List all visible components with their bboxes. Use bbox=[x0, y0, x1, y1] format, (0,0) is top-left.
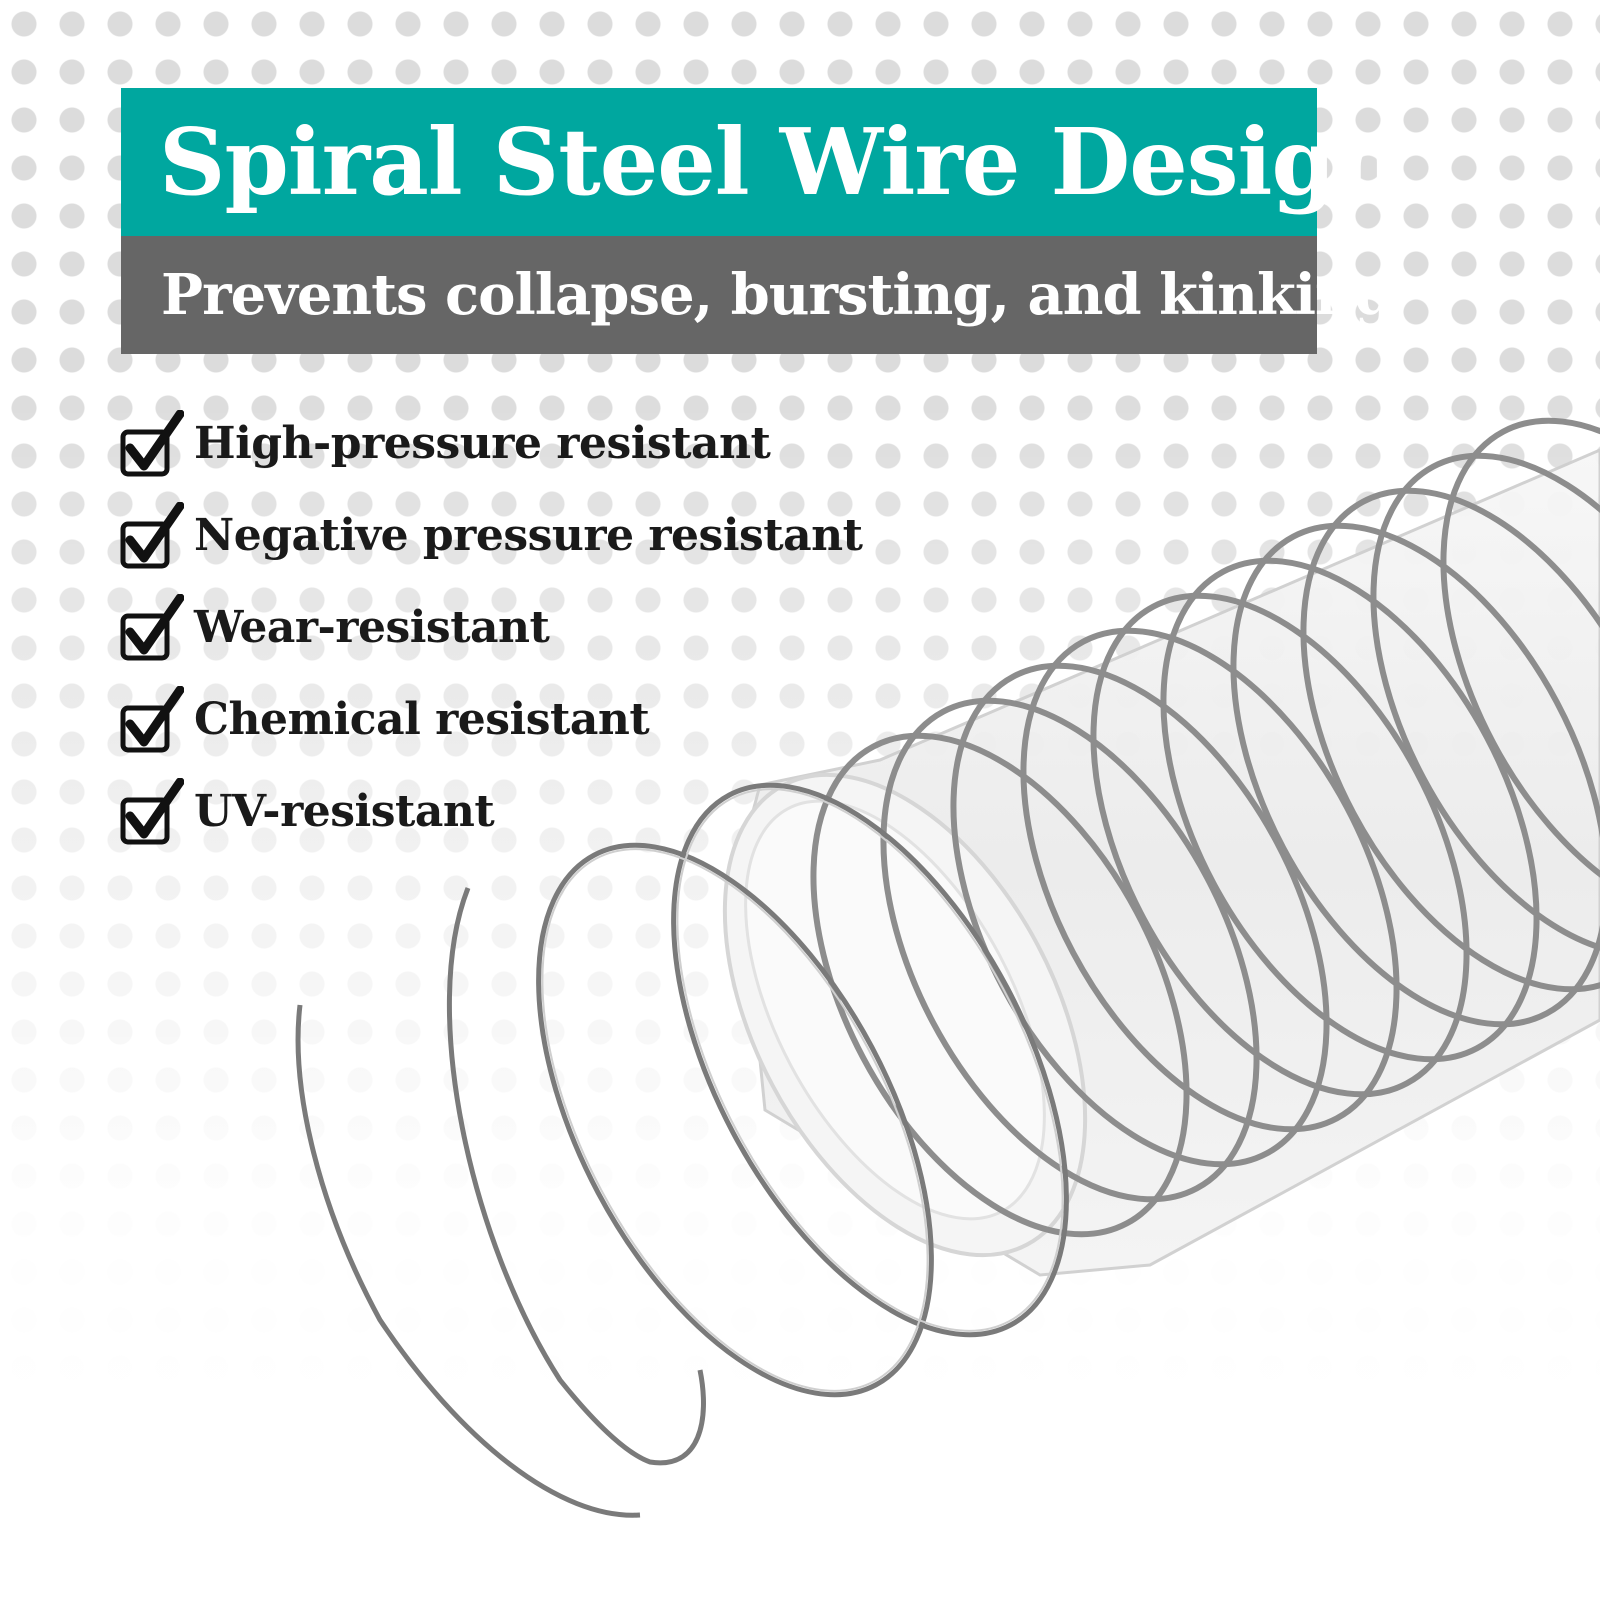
checkbox-checked-icon bbox=[120, 410, 184, 477]
feature-list: High-pressure resistant Negative pressur… bbox=[120, 398, 863, 858]
feature-label: Chemical resistant bbox=[194, 694, 650, 745]
checkbox-checked-icon bbox=[120, 778, 184, 845]
checkbox-checked-icon bbox=[120, 594, 184, 661]
feature-item: Chemical resistant bbox=[120, 674, 840, 766]
checkbox-checked-icon bbox=[120, 502, 184, 569]
feature-label: UV-resistant bbox=[194, 786, 495, 837]
feature-label: Negative pressure resistant bbox=[194, 510, 863, 561]
page-title: Spiral Steel Wire Design bbox=[159, 108, 1402, 216]
page-subtitle: Prevents collapse, bursting, and kinking bbox=[161, 262, 1394, 328]
subtitle-banner: Prevents collapse, bursting, and kinking bbox=[121, 236, 1394, 354]
wire-highlight bbox=[541, 788, 1064, 1392]
title-banner: Spiral Steel Wire Design bbox=[121, 88, 1402, 236]
spiral-steel-wire bbox=[295, 782, 1069, 1518]
feature-label: Wear-resistant bbox=[194, 602, 550, 653]
feature-item: Negative pressure resistant bbox=[120, 490, 863, 582]
feature-label: High-pressure resistant bbox=[194, 418, 771, 469]
feature-item: Wear-resistant bbox=[120, 582, 840, 674]
feature-item: UV-resistant bbox=[120, 766, 840, 858]
embedded-wire-rings bbox=[810, 417, 1600, 1238]
checkbox-checked-icon bbox=[120, 686, 184, 753]
feature-item: High-pressure resistant bbox=[120, 398, 840, 490]
